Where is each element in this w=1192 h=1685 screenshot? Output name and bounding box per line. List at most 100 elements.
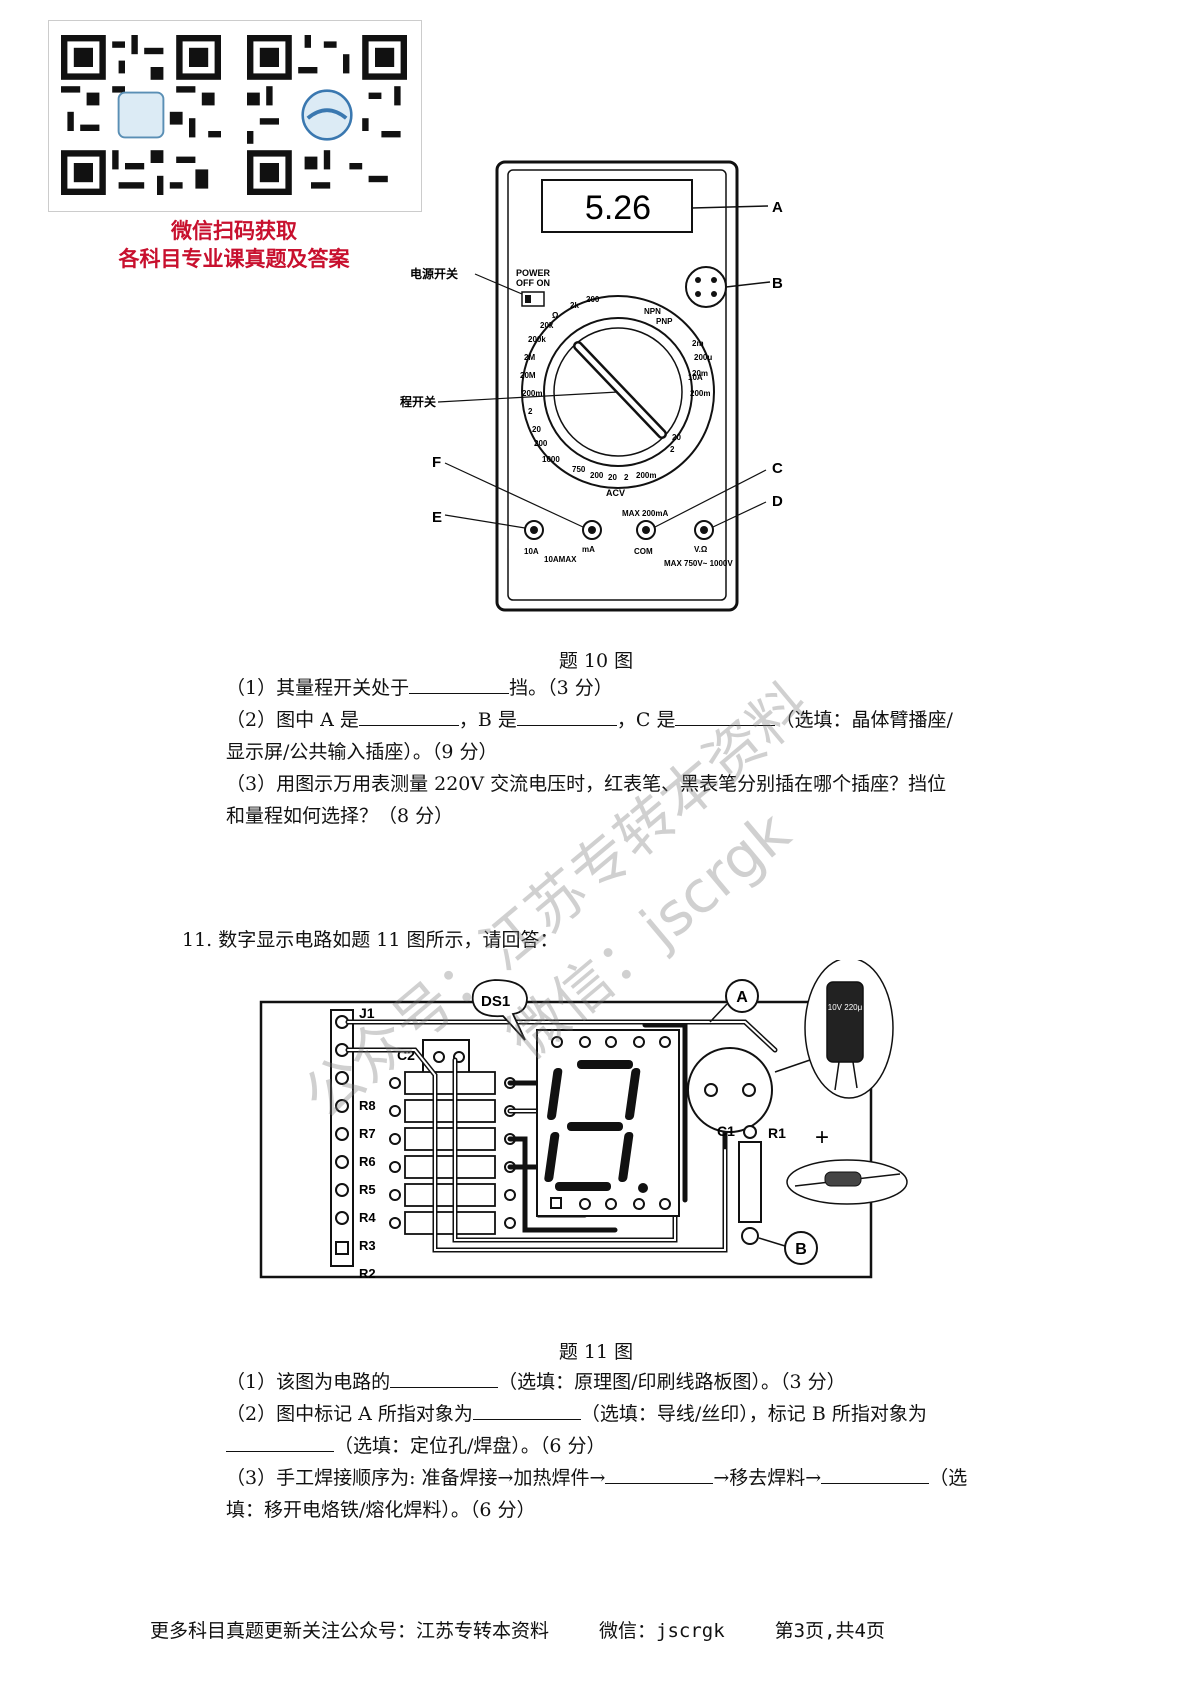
svg-text:1000: 1000 xyxy=(542,455,560,464)
label-r6: R6 xyxy=(359,1154,376,1169)
label-r4: R4 xyxy=(359,1210,376,1225)
transistor-socket[interactable] xyxy=(685,266,727,308)
callout-a: A xyxy=(772,199,783,216)
qr-code-icon xyxy=(247,35,407,195)
svg-text:200m: 200m xyxy=(522,389,542,398)
acv-label: ACV xyxy=(606,488,625,498)
display-segments xyxy=(544,1060,648,1193)
multimeter-figure: 5.26 A POWER OFF ON 电源开关 B 量程开关 Ω 2k 200… xyxy=(400,160,783,612)
promo-line-1: 微信扫码获取 xyxy=(171,218,297,243)
label-r8: R8 xyxy=(359,1098,376,1113)
svg-text:200: 200 xyxy=(590,471,604,480)
jack-note-200ma: MAX 200mA xyxy=(622,509,668,518)
label-r7: R7 xyxy=(359,1126,376,1141)
jack-label-vohm: V.Ω xyxy=(694,545,708,554)
figure-11-caption: 题 11 图 xyxy=(558,1341,634,1363)
qr-code-panel xyxy=(48,20,422,212)
svg-text:20: 20 xyxy=(532,425,541,434)
question-11-part-3: （3）手工焊接顺序为: 准备焊接→加热焊件→→移去焊料→（选 填：移开电烙铁/熔… xyxy=(226,1462,1026,1526)
svg-text:200: 200 xyxy=(534,439,548,448)
label-r5: R5 xyxy=(359,1182,376,1197)
jack-note-10amax: 10AMAX xyxy=(544,555,577,564)
label-a: A xyxy=(736,989,748,1006)
answer-blank[interactable] xyxy=(358,705,459,726)
answer-blank[interactable] xyxy=(516,705,617,726)
svg-text:2: 2 xyxy=(670,445,675,454)
question-11-intro: 11. 数字显示电路如题 11 图所示，请回答： xyxy=(182,929,559,951)
answer-blank[interactable] xyxy=(675,705,776,726)
label-j1: J1 xyxy=(359,1005,375,1021)
svg-text:20k: 20k xyxy=(540,321,554,330)
marker-a xyxy=(725,979,759,1013)
figure-10-caption: 题 10 图 xyxy=(558,650,634,672)
label-c1: C1 xyxy=(717,1123,735,1139)
svg-text:NPN: NPN xyxy=(644,307,661,316)
answer-blank[interactable] xyxy=(605,1463,714,1484)
label-r3: R3 xyxy=(359,1238,376,1253)
svg-text:200k: 200k xyxy=(528,335,546,344)
label-r1: R1 xyxy=(768,1125,786,1141)
svg-text:20: 20 xyxy=(672,433,681,442)
callout-f: F xyxy=(432,454,441,471)
label-r2: R2 xyxy=(359,1266,376,1281)
answer-blank[interactable] xyxy=(226,1431,334,1452)
svg-text:10A: 10A xyxy=(688,373,703,382)
jack-note-750v: MAX 750V~ 1000V xyxy=(664,559,733,568)
power-label: POWER xyxy=(516,268,551,278)
svg-text:200m: 200m xyxy=(636,471,656,480)
svg-text:2: 2 xyxy=(624,473,629,482)
cap-rating: 10V 220μ xyxy=(828,1003,863,1012)
svg-text:2M: 2M xyxy=(524,353,535,362)
resistor-r1 xyxy=(738,1141,762,1223)
answer-blank[interactable] xyxy=(472,1399,581,1420)
svg-text:2m: 2m xyxy=(692,339,704,348)
svg-text:2k: 2k xyxy=(570,301,579,310)
svg-text:Ω: Ω xyxy=(552,311,559,320)
power-switch-label: 电源开关 xyxy=(410,266,458,281)
svg-text:200μ: 200μ xyxy=(694,353,712,362)
answer-blank[interactable] xyxy=(390,1367,499,1388)
callout-e: E xyxy=(432,509,442,526)
callout-b: B xyxy=(772,275,783,292)
promo-line-2: 各科目专业课真题及答案 xyxy=(118,246,350,271)
svg-text:750: 750 xyxy=(572,465,586,474)
callout-c: C xyxy=(772,460,783,477)
question-10-part-3: （3）用图示万用表测量 220V 交流电压时，红表笔、黑表笔分别插在哪个插座？挡… xyxy=(226,773,947,827)
range-switch-label: 量程开关 xyxy=(400,394,436,409)
jack-label-10a: 10A xyxy=(524,547,539,556)
svg-text:200m: 200m xyxy=(690,389,710,398)
answer-blank[interactable] xyxy=(821,1463,930,1484)
jack-label-com: COM xyxy=(634,547,653,556)
footer-wechat-account: 更多科目真题更新关注公众号：江苏专转本资料 xyxy=(150,1620,550,1642)
label-plus: + xyxy=(815,1124,829,1151)
svg-text:2: 2 xyxy=(528,407,533,416)
question-11-part-2: （2）图中标记 A 所指对象为（选填：导线/丝印），标记 B 所指对象为 （选填… xyxy=(226,1398,1026,1462)
capacitor-c1 xyxy=(687,1047,773,1133)
lcd-reading: 5.26 xyxy=(585,189,651,227)
svg-text:200: 200 xyxy=(586,295,600,304)
page-number: 第3页,共4页 xyxy=(774,1620,885,1642)
label-b: B xyxy=(795,1241,807,1258)
callout-d: D xyxy=(772,493,783,510)
svg-text:20: 20 xyxy=(608,473,617,482)
marker-b xyxy=(784,1231,818,1265)
question-10-part-2: （2）图中 A 是，B 是，C 是（选填：晶体臂播座/ 显示屏/公共输入插座）。… xyxy=(226,704,1026,768)
offon-label: OFF ON xyxy=(516,278,550,288)
svg-text:PNP: PNP xyxy=(656,317,673,326)
capacitor-photo-icon xyxy=(826,981,864,1063)
page-footer: 更多科目真题更新关注公众号：江苏专转本资料 微信：jscrgk 第3页,共4页 xyxy=(150,1616,1050,1643)
pcb-figure: J1 C2 R8 R7 R6 R5 R4 R3 R2 xyxy=(259,960,908,1281)
lcd-display xyxy=(541,179,693,233)
answer-blank[interactable] xyxy=(409,673,510,694)
footer-wechat-id: 微信：jscrgk xyxy=(599,1620,725,1642)
dial-scale: Ω 2k 200 20k 200k 2M 20M 200m 2 20 200 1… xyxy=(520,295,712,482)
resistor-array xyxy=(404,1071,496,1235)
question-11-part-1: （1）该图为电路的（选填：原理图/印刷线路板图）。（3 分） xyxy=(226,1366,1026,1398)
question-10-part-1: （1）其量程开关处于挡。（3 分） xyxy=(226,672,1026,704)
svg-text:20m: 20m xyxy=(692,369,708,378)
svg-text:20M: 20M xyxy=(520,371,536,380)
qr-code-icon xyxy=(61,35,221,195)
label-ds1: DS1 xyxy=(481,993,510,1010)
resistor-photo-icon xyxy=(824,1171,862,1187)
jack-label-ma: mA xyxy=(582,545,595,554)
